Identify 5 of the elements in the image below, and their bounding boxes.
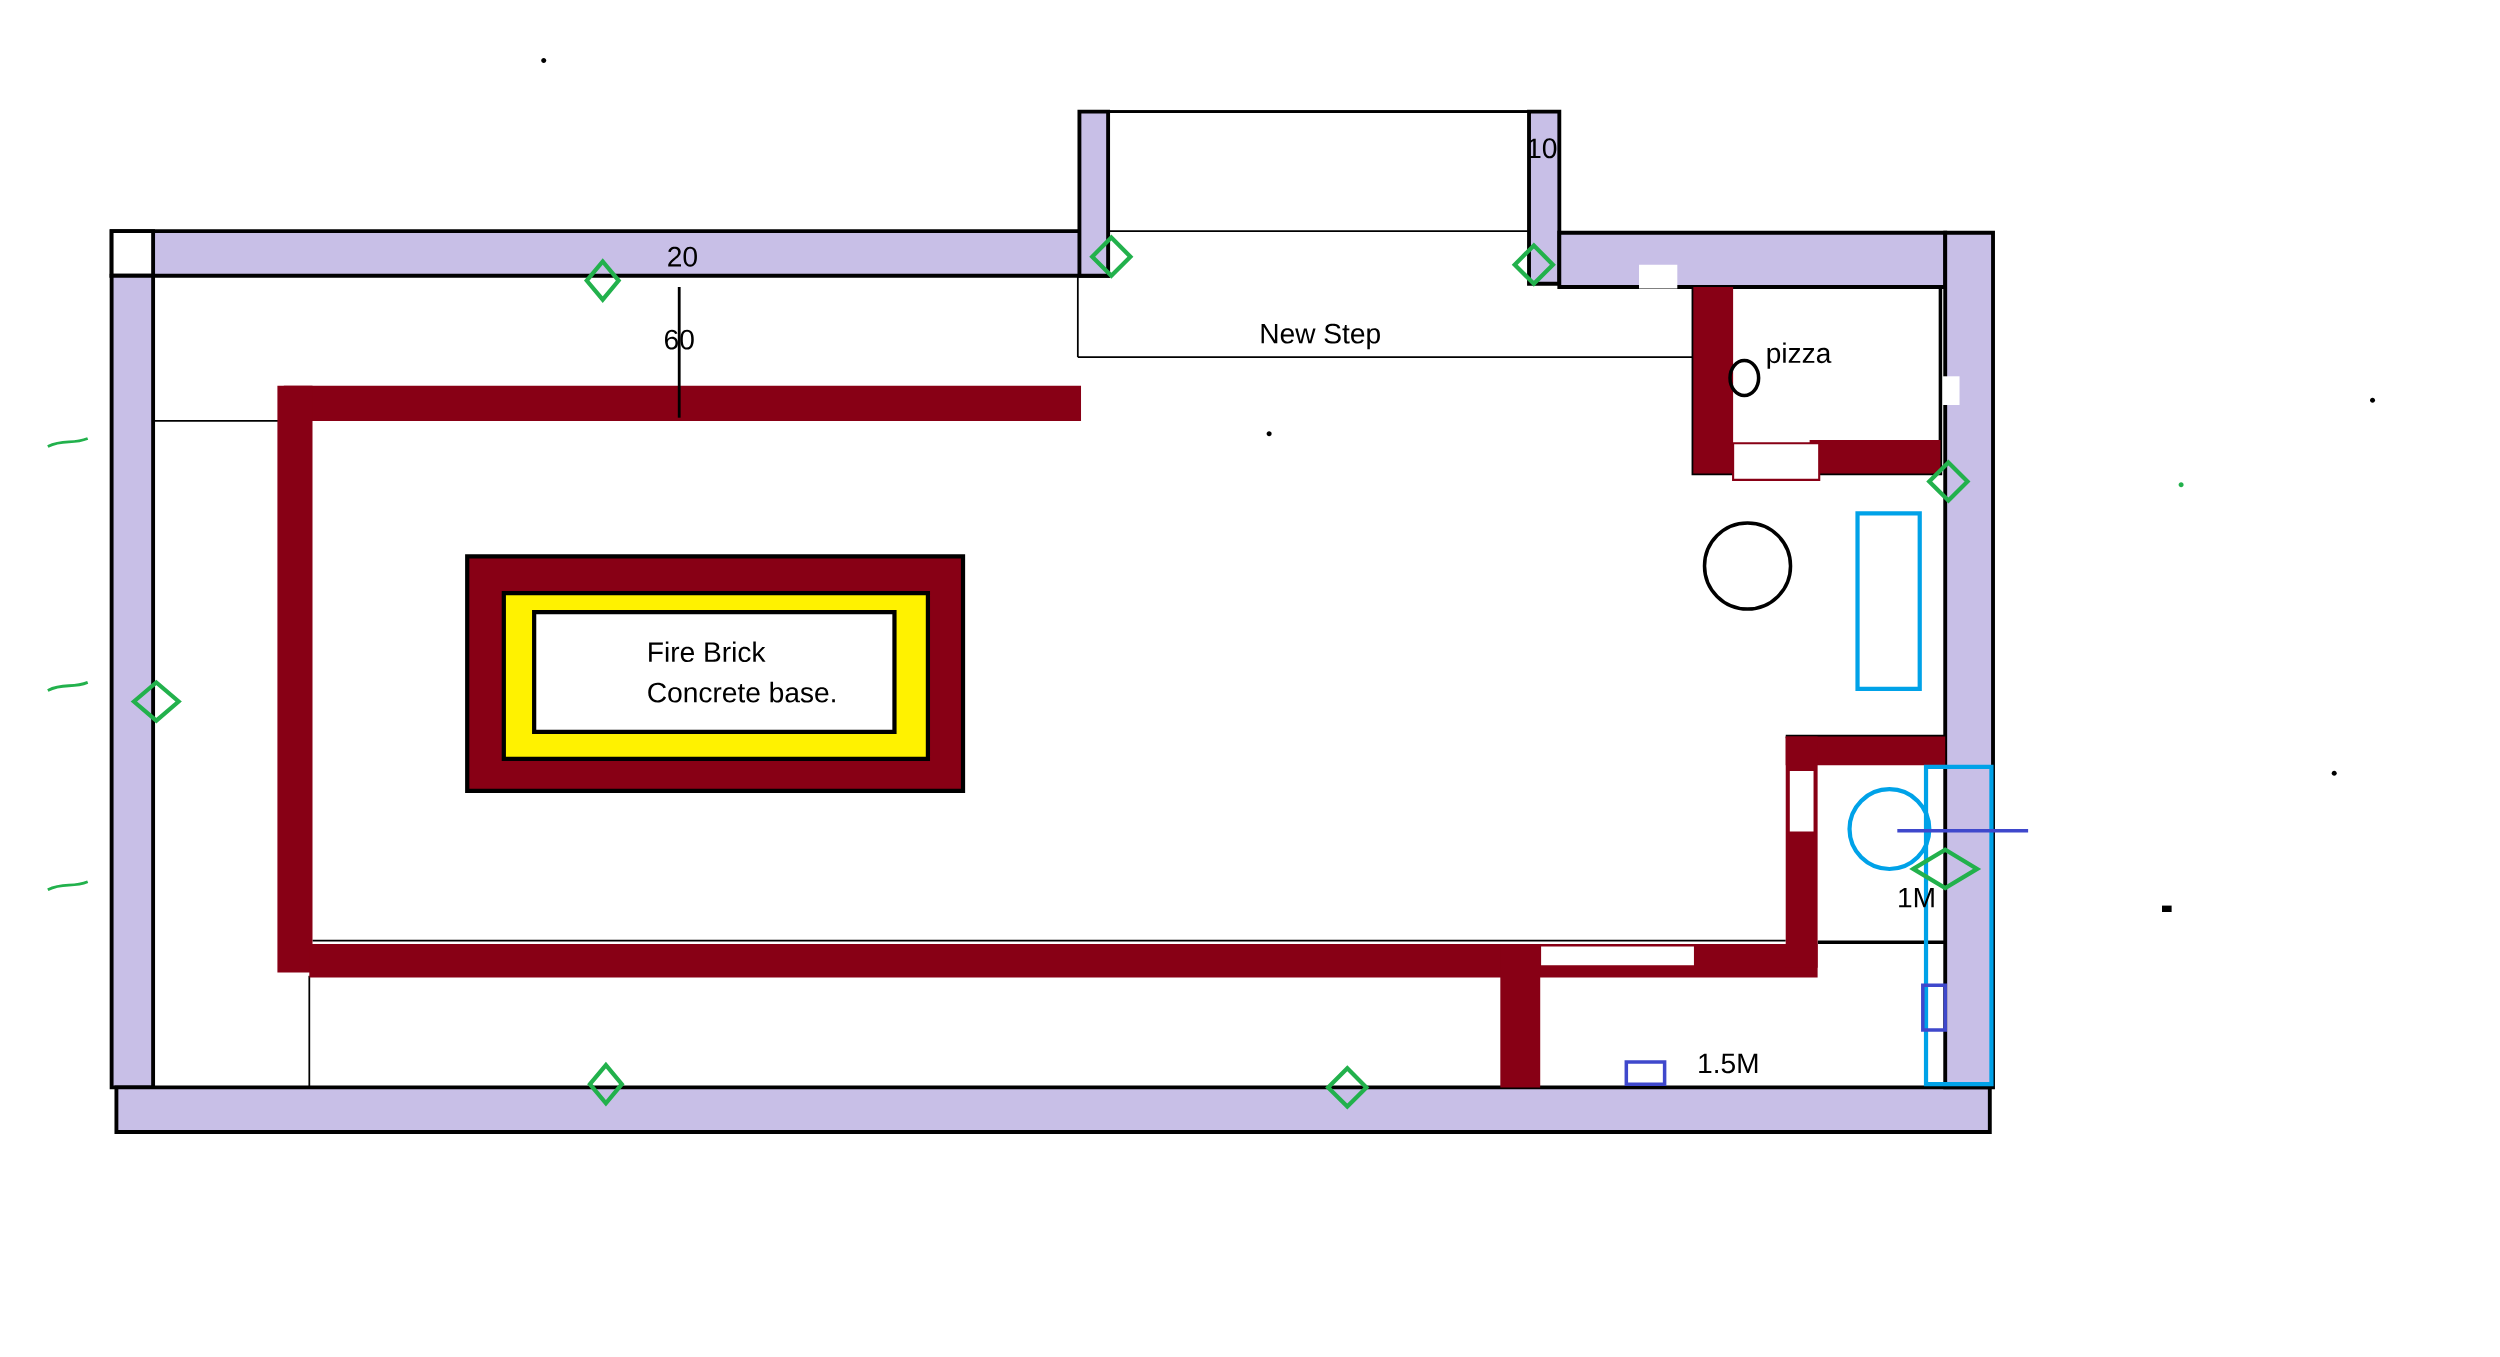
step-label: New Step [1261, 323, 1380, 350]
room-label: pizza [1767, 342, 1832, 369]
dimension-label: 1.5M [1699, 1053, 1758, 1074]
text-box: Fire Brick Concrete base. [532, 610, 897, 734]
dimension-label: 20 [668, 246, 697, 267]
